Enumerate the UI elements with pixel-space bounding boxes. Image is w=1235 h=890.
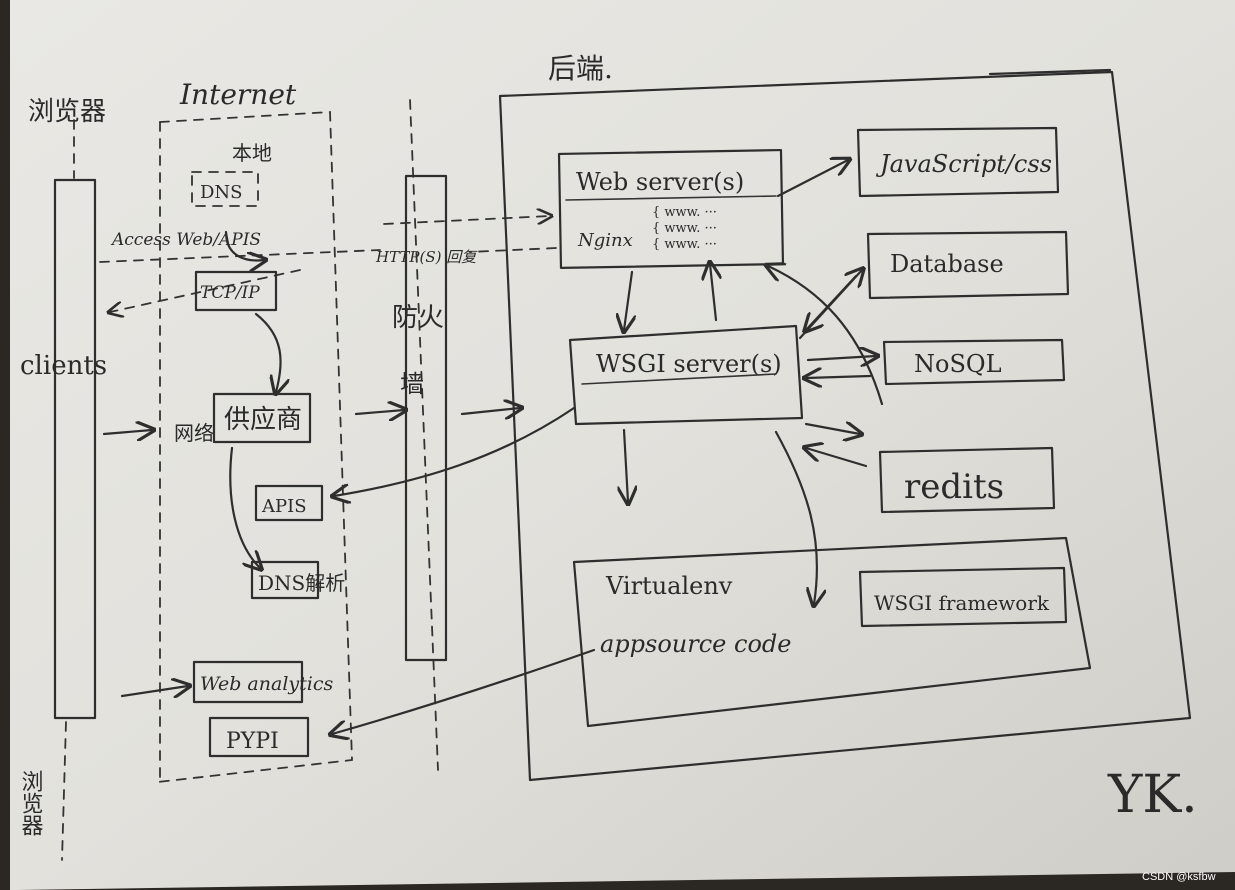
internet-boundary — [157, 111, 353, 783]
www-1: { www. ··· — [652, 205, 717, 220]
database-to-wsgi-arrow — [806, 274, 858, 330]
redis-to-web-arrow — [768, 266, 884, 406]
https-reply-label: HTTP(S) 回复 — [375, 248, 478, 266]
provider-to-dns-arrow — [229, 446, 260, 568]
local-label: 本地 — [232, 141, 272, 165]
javascript-css-label: JavaScript/css — [875, 150, 1052, 178]
firewall-to-backend-arrow — [460, 408, 520, 414]
web-analytics-box — [192, 660, 304, 704]
www-3: { www. ··· — [652, 237, 717, 252]
appcode-to-pypi-arrow — [332, 648, 596, 734]
web-server-label: Web server(s) — [576, 168, 744, 196]
virtualenv-label: Virtualenv — [605, 572, 733, 600]
nginx-label: Nginx — [577, 230, 633, 251]
backend-top-edge — [988, 68, 1112, 76]
internet-label: Internet — [179, 78, 297, 111]
wsgi-framework-box — [858, 566, 1068, 628]
firewall-lifeline — [409, 99, 439, 771]
database-label: Database — [890, 250, 1004, 278]
www-2: { www. ··· — [652, 221, 717, 236]
browser-top-label: 浏览器 — [28, 97, 106, 127]
wsgi-framework-label: WSGI framework — [874, 591, 1050, 615]
wsgi-to-virtualenv-arrow — [624, 428, 628, 502]
wsgi-to-appcode-arrow — [774, 430, 817, 604]
tcp-to-provider-arrow — [254, 312, 281, 392]
wsgi-server-label: WSGI server(s) — [596, 350, 782, 378]
pypi-box — [208, 716, 310, 758]
request-to-webserver-arrow — [383, 216, 550, 225]
csdn-watermark: CSDN @ksfbw — [1142, 871, 1216, 883]
dns-resolve-box — [250, 560, 320, 600]
tcp-ip-label: TCP/IP — [200, 283, 260, 303]
clients-to-analytics-arrow — [120, 686, 188, 696]
response-dashed-arrow — [110, 269, 301, 312]
clients-label: clients — [20, 351, 107, 381]
firewall-label-2: 墙 — [400, 370, 424, 398]
app-source-code-label: appsource code — [600, 630, 791, 658]
nosql-box — [882, 338, 1066, 386]
browser-lifeline-bottom — [61, 721, 67, 861]
network-label: 网络 — [174, 421, 214, 445]
wsgi-server-divider — [581, 373, 777, 385]
signature: YK. — [1107, 765, 1198, 825]
clients-to-network-arrow — [102, 430, 152, 434]
dns-to-tcp-arrow — [224, 230, 264, 260]
web-analytics-label: Web analytics — [200, 673, 333, 695]
web-server-divider — [565, 195, 777, 201]
wsgi-to-nosql-arrow — [806, 356, 876, 360]
tcp-ip-box — [194, 270, 278, 312]
webserver-to-js-arrow — [776, 160, 848, 198]
web-server-box — [557, 148, 785, 270]
wsgi-to-redis-arrow — [804, 424, 860, 434]
redis-label: redits — [904, 467, 1004, 507]
wsgi-to-web-arrow — [710, 264, 716, 322]
wsgi-to-apis-arrow — [334, 406, 576, 496]
wsgi-server-box — [568, 324, 804, 426]
paper-background — [10, 0, 1235, 890]
pypi-label: PYPI — [226, 729, 279, 754]
dns-label: DNS — [200, 182, 243, 203]
access-web-apis-label: Access Web/APIS — [110, 230, 261, 250]
apis-label: APIS — [261, 496, 307, 517]
web-to-wsgi-arrow — [624, 270, 632, 330]
clients-bar — [53, 178, 97, 720]
backend-label: 后端. — [548, 52, 613, 85]
provider-to-firewall-arrow — [354, 410, 404, 414]
backend-boundary — [498, 70, 1192, 782]
nosql-to-wsgi-arrow — [806, 376, 872, 378]
provider-box — [212, 392, 312, 444]
redis-box — [878, 446, 1056, 514]
database-box — [866, 230, 1070, 300]
nosql-label: NoSQL — [914, 350, 1002, 378]
browser-bottom-label: 浏览器 — [18, 770, 44, 836]
redis-to-wsgi-arrow — [806, 448, 868, 468]
javascript-css-box — [856, 126, 1060, 198]
apis-box — [254, 484, 324, 522]
virtualenv-box — [572, 536, 1092, 728]
provider-label: 供应商 — [224, 405, 302, 435]
dns-resolve-label: DNS解析 — [258, 571, 345, 595]
webserver-reply-line — [469, 247, 557, 253]
firewall-label-1: 防火 — [392, 303, 444, 333]
